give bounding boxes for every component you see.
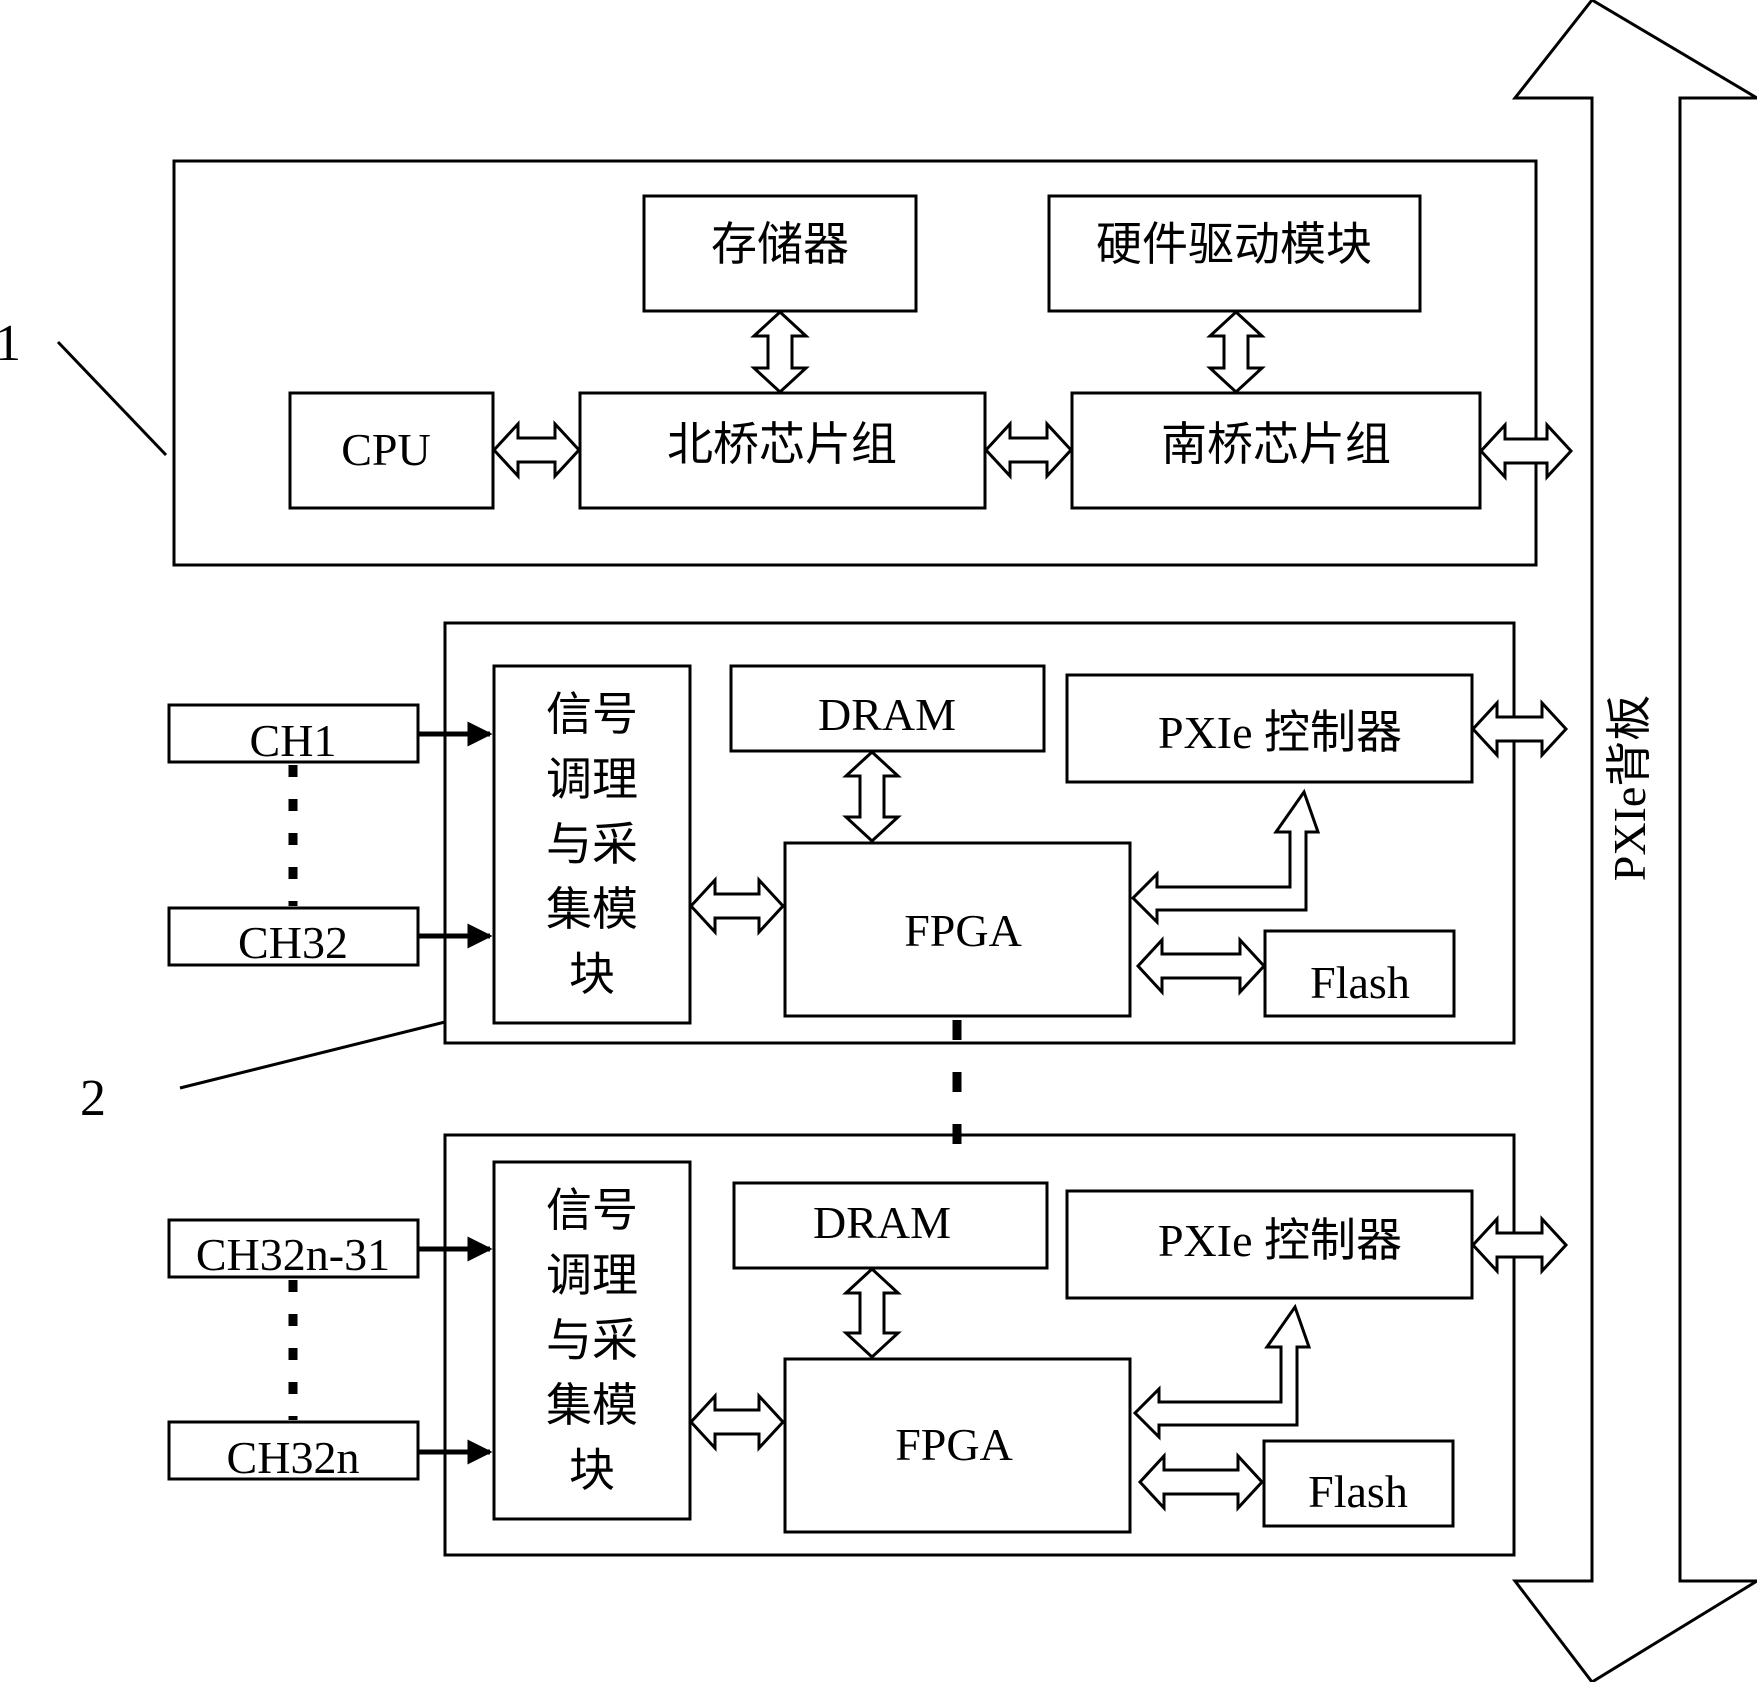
backplane-label: PXIe背板: [1604, 695, 1655, 882]
module-bottom-flash-label: Flash: [1308, 1466, 1408, 1517]
storage-label: 存储器: [711, 219, 849, 270]
leader-line-2: [179, 1020, 446, 1090]
module-top-arrow-pxie-ctrl-backplane: [1470, 699, 1569, 759]
module-top-signal-line-2: 调理: [546, 754, 638, 805]
module-bottom-arrow-pxie-ctrl-backplane: [1470, 1215, 1569, 1275]
module-top-fpga-label: FPGA: [904, 905, 1022, 956]
ref-label-2: 2: [80, 1070, 106, 1127]
module-bottom-ch-first-label: CH32n-31: [196, 1229, 390, 1280]
module-top-arrow-fpga-pxie-ctrl: [1130, 788, 1321, 926]
module-top-pxie-ctrl-box: [1065, 673, 1474, 784]
module-bottom-flash-box: [1262, 1439, 1455, 1528]
module-bottom-fpga-label: FPGA: [895, 1419, 1013, 1470]
module-bottom-arrow-fpga-flash: [1137, 1452, 1265, 1512]
south-bridge-label: 南桥芯片组: [1161, 419, 1391, 470]
module-bottom-signal-line-5: 块: [569, 1445, 615, 1496]
arrow-southbridge-backplane: [1478, 421, 1574, 481]
module-bottom-arrow-dram-fpga: [842, 1266, 902, 1360]
leader-line-1: [56, 340, 168, 457]
module-bottom-fpga-box: [783, 1357, 1132, 1534]
module-bottom-pxie-ctrl-label: PXIe 控制器: [1158, 1215, 1402, 1266]
module-top-arrow-signal-fpga: [688, 876, 786, 936]
module-top-ch-last-box: [167, 906, 420, 967]
ref-label-1: 1: [0, 315, 21, 372]
arrow-storage-northbridge: [750, 309, 810, 395]
module-bottom-arrow-signal-fpga: [688, 1392, 786, 1452]
module-bottom-ch-last-box: [167, 1420, 420, 1481]
module-top-frame: [443, 621, 1516, 1045]
module-top-pxie-ctrl-label: PXIe 控制器: [1158, 707, 1402, 758]
module-top-signal-line-5: 块: [569, 949, 615, 1000]
module-bottom-dram-box: [732, 1181, 1049, 1270]
module-top-signal-line-4: 集模: [546, 884, 638, 935]
module-top-ch-first-label: CH1: [250, 715, 337, 766]
module-top-fpga-box: [783, 841, 1132, 1018]
module-bottom-frame: [443, 1133, 1516, 1557]
module-top-signal-line-3: 与采: [546, 819, 638, 870]
north-bridge-label: 北桥芯片组: [667, 419, 897, 470]
module-top-signal-box: [492, 664, 692, 1025]
host-controller-frame: [172, 159, 1538, 567]
module-bottom-signal-line-2: 调理: [546, 1250, 638, 1301]
hw-driver-box: [1047, 194, 1422, 313]
module-bottom-dram-label: DRAM: [813, 1197, 951, 1248]
module-top-signal-line-1: 信号: [546, 689, 638, 740]
arrow-cpu-northbridge: [491, 420, 582, 480]
cpu-label: CPU: [341, 424, 430, 475]
module-bottom-arrow-fpga-pxie-ctrl: [1132, 1303, 1312, 1441]
module-top-arrow-fpga-flash: [1135, 936, 1267, 996]
module-top-flash-box: [1263, 929, 1456, 1018]
arrow-northbridge-southbridge: [983, 420, 1074, 480]
module-top-dram-box: [729, 664, 1046, 753]
module-bottom-signal-box: [492, 1160, 692, 1521]
module-bottom-pxie-ctrl-box: [1065, 1189, 1474, 1300]
module-bottom-signal-line-1: 信号: [546, 1185, 638, 1236]
module-top-dram-label: DRAM: [818, 689, 956, 740]
module-bottom-ch-first-box: [167, 1218, 420, 1279]
module-top-arrow-dram-fpga: [842, 749, 902, 844]
module-bottom-signal-line-3: 与采: [546, 1315, 638, 1366]
pxie-backplane-bus: [1511, 0, 1757, 1682]
module-bottom-ch-last-label: CH32n: [227, 1432, 360, 1483]
hw-driver-label: 硬件驱动模块: [1096, 219, 1372, 270]
module-bottom-signal-line-4: 集模: [546, 1380, 638, 1431]
module-top-flash-label: Flash: [1310, 957, 1410, 1008]
module-top-ch-last-label: CH32: [238, 917, 348, 968]
arrow-hwdriver-southbridge: [1206, 309, 1266, 395]
